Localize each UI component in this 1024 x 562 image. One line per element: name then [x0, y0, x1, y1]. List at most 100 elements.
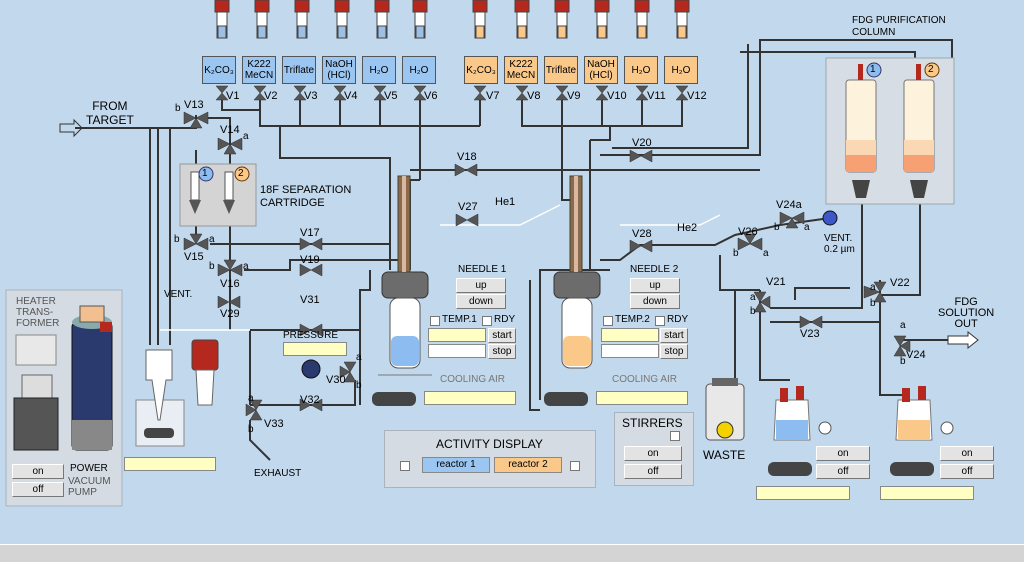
- port-b-v33: b: [248, 424, 254, 435]
- waste-label: WASTE: [703, 448, 746, 462]
- temp-1-checkbox[interactable]: [430, 316, 440, 326]
- valve-v27[interactable]: V27: [458, 201, 478, 213]
- valve-v21[interactable]: V21: [766, 276, 786, 288]
- stirrers-off-button[interactable]: off: [624, 464, 682, 479]
- vial-1-on-button[interactable]: on: [816, 446, 870, 461]
- valve-v5[interactable]: V5: [384, 90, 398, 102]
- valve-v19[interactable]: V19: [300, 254, 320, 266]
- valve-v4[interactable]: V4: [344, 90, 358, 102]
- reactor-1-status-field: [424, 391, 516, 405]
- valve-v12[interactable]: V12: [687, 90, 707, 102]
- stirrers-title: STIRRERS: [622, 416, 683, 430]
- reactor-1-tab[interactable]: reactor 1: [422, 457, 490, 473]
- port-a-v22: a: [870, 282, 876, 293]
- power-off-button[interactable]: off: [12, 482, 64, 497]
- valve-v24a[interactable]: V24a: [776, 199, 802, 211]
- vial-2-off-button[interactable]: off: [940, 464, 994, 479]
- activity-checkbox-right[interactable]: [570, 461, 580, 471]
- valve-v18[interactable]: V18: [457, 151, 477, 163]
- rdy-1-checkbox[interactable]: [482, 316, 492, 326]
- port-b-v26: b: [733, 248, 739, 259]
- stirrers-checkbox[interactable]: [670, 431, 680, 441]
- valve-v32[interactable]: V32: [300, 394, 320, 406]
- activity-checkbox-left[interactable]: [400, 461, 410, 471]
- valve-v1[interactable]: V1: [226, 90, 240, 102]
- reactor-1-vessel: [372, 175, 432, 406]
- valve-v16[interactable]: V16: [220, 278, 240, 290]
- reagent-naoh-2: NaOH (HCl): [584, 56, 618, 84]
- rdy-2-checkbox[interactable]: [655, 316, 665, 326]
- vial-1-off-button[interactable]: off: [816, 464, 870, 479]
- valve-v26[interactable]: V26: [738, 226, 758, 238]
- cartridge-2-label: 2: [238, 168, 244, 179]
- needle-1-down-button[interactable]: down: [456, 294, 506, 309]
- reactor-2-start-button[interactable]: start: [660, 328, 688, 343]
- power-label: POWER: [70, 463, 108, 474]
- port-b-v15: b: [174, 234, 180, 245]
- temp-2-readout: [601, 344, 659, 358]
- fdg-out-arrow: [947, 330, 979, 350]
- valve-v8[interactable]: V8: [527, 90, 541, 102]
- needle-2-down-button[interactable]: down: [630, 294, 680, 309]
- reactor-2-stop-button[interactable]: stop: [660, 344, 688, 359]
- valve-v13[interactable]: V13: [184, 99, 204, 111]
- reagent-h2o-1b: H₂O: [402, 56, 436, 84]
- needle-1-up-button[interactable]: up: [456, 278, 506, 293]
- needle-2-up-button[interactable]: up: [630, 278, 680, 293]
- rdy-2-label: RDY: [667, 314, 689, 325]
- reactor-2-tab[interactable]: reactor 2: [494, 457, 562, 473]
- power-on-button[interactable]: on: [12, 464, 64, 479]
- port-b-v24: b: [900, 356, 906, 367]
- reagent-triflate-2: Triflate: [544, 56, 578, 84]
- cooling-air-2-label: COOLING AIR: [612, 374, 678, 385]
- reagent-h2o-2a: H₂O: [624, 56, 658, 84]
- valve-v24[interactable]: V24: [906, 349, 926, 361]
- valve-v29[interactable]: V29: [220, 308, 240, 320]
- activity-display-title: ACTIVITY DISPLAY: [436, 437, 543, 451]
- he1-label: He1: [495, 196, 516, 208]
- temp-1-input[interactable]: [428, 328, 486, 342]
- port-b-v24a: b: [774, 222, 780, 233]
- pressure-field: [283, 342, 347, 356]
- temp-2-input[interactable]: [601, 328, 659, 342]
- status-bar: [0, 544, 1024, 562]
- reactor-2-vessel: [544, 175, 601, 406]
- valve-v28[interactable]: V28: [632, 228, 652, 240]
- reactor-1-start-button[interactable]: start: [488, 328, 516, 343]
- reagent-k2co3-1: K₂CO₃: [202, 56, 236, 84]
- valve-v6[interactable]: V6: [424, 90, 438, 102]
- valve-v15[interactable]: V15: [184, 251, 204, 263]
- product-vials: [768, 386, 954, 476]
- vent-filter-label: VENT. 0.2 µm: [824, 233, 855, 255]
- valve-v10[interactable]: V10: [607, 90, 627, 102]
- temp-2-checkbox[interactable]: [603, 316, 613, 326]
- vent-status-field: [124, 457, 216, 471]
- port-b-v30: b: [356, 380, 362, 391]
- valve-v7[interactable]: V7: [486, 90, 500, 102]
- valve-v20[interactable]: V20: [632, 137, 652, 149]
- valve-v33[interactable]: V33: [264, 418, 284, 430]
- stirrers-on-button[interactable]: on: [624, 446, 682, 461]
- vent-bottle: [135, 339, 219, 447]
- valve-v31[interactable]: V31: [300, 294, 320, 306]
- valve-v17[interactable]: V17: [300, 227, 320, 239]
- port-a-v14: a: [243, 131, 249, 142]
- column-2-label: 2: [928, 64, 934, 75]
- pressure-gauge: [301, 359, 321, 379]
- valve-v2[interactable]: V2: [264, 90, 278, 102]
- valve-v30[interactable]: V30: [326, 374, 346, 386]
- separation-cartridge-label: 18F SEPARATION CARTRIDGE: [260, 184, 352, 209]
- reagent-naoh-1: NaOH (HCl): [322, 56, 356, 84]
- vial-2-on-button[interactable]: on: [940, 446, 994, 461]
- reactor-1-stop-button[interactable]: stop: [488, 344, 516, 359]
- valve-v22[interactable]: V22: [890, 277, 910, 289]
- valve-v11[interactable]: V11: [647, 90, 666, 102]
- valve-v14[interactable]: V14: [220, 124, 240, 136]
- cartridge-1-label: 1: [202, 168, 208, 179]
- fdg-out-label: FDG SOLUTION OUT: [938, 296, 995, 330]
- valve-v3[interactable]: V3: [304, 90, 318, 102]
- valve-v9[interactable]: V9: [567, 90, 581, 102]
- needle-1-label: NEEDLE 1: [458, 264, 507, 275]
- valve-symbols: [183, 85, 911, 421]
- valve-v23[interactable]: V23: [800, 328, 820, 340]
